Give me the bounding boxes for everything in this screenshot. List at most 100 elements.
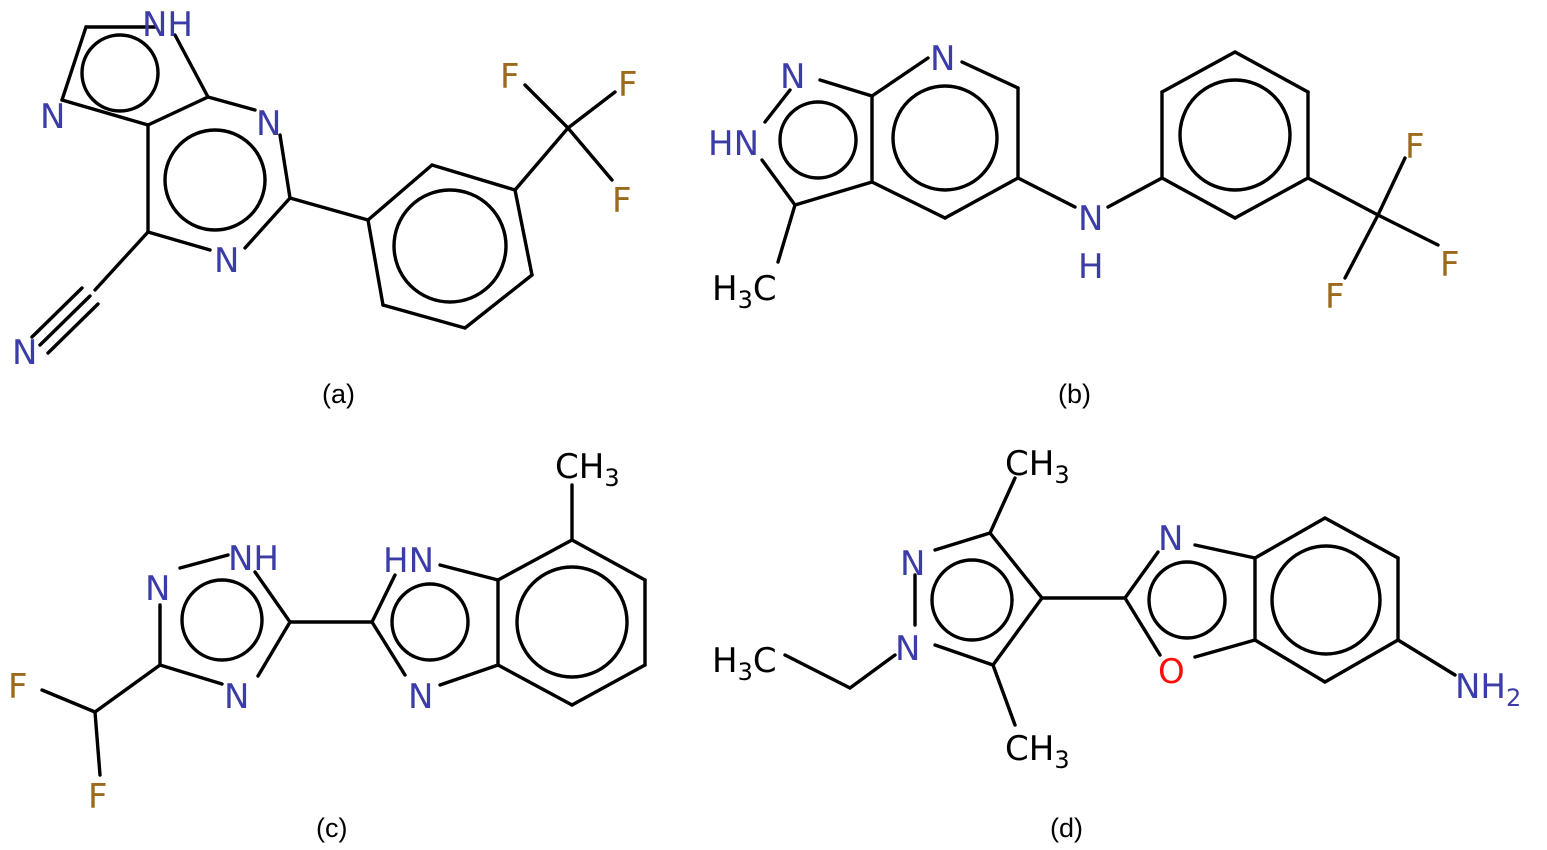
atom-label: N (214, 241, 239, 281)
bond (496, 538, 574, 582)
atom-label: N (780, 57, 805, 97)
bond (93, 663, 162, 714)
bond (776, 203, 797, 264)
atom-label: N (256, 104, 281, 144)
bond (1253, 638, 1327, 684)
bond (60, 98, 150, 127)
bond (60, 25, 88, 102)
atom-label: N (895, 629, 920, 669)
atom-label: N (900, 544, 925, 584)
bond (463, 273, 534, 330)
aromatic-ring (515, 565, 629, 679)
bond (93, 710, 102, 777)
atom-label: NH2 (1455, 667, 1521, 712)
molecule-b: N N HN N H H3C F F F (b) (708, 39, 1460, 409)
atom-label: N (40, 97, 65, 137)
panel-label-c: (c) (316, 813, 347, 843)
molecule-d: CH3 N N H3C CH3 N O NH2 (d) (712, 444, 1521, 843)
atom-label: NH (228, 539, 279, 579)
panel-label-d: (d) (1050, 813, 1083, 843)
bond (496, 663, 574, 707)
bond (566, 90, 617, 130)
bond (818, 78, 874, 98)
atom-label: F (500, 57, 520, 97)
atom-label: F (1325, 277, 1345, 317)
bond (173, 33, 210, 99)
atom-label: HN (708, 124, 759, 164)
bond (943, 176, 1020, 220)
atom-label: N (408, 677, 433, 717)
atom-label: H3C (712, 641, 777, 686)
aromatic-ring (930, 558, 1014, 642)
bond (370, 620, 407, 677)
bond (366, 218, 385, 307)
bond (178, 553, 230, 570)
bond (793, 180, 874, 207)
atom-label: N (1078, 199, 1103, 239)
aromatic-ring (163, 128, 267, 232)
atom-label: F (1405, 127, 1425, 167)
bond (370, 573, 397, 624)
bond (960, 60, 1020, 90)
atom-label: CH3 (555, 447, 620, 492)
bond (256, 620, 292, 678)
bond (1253, 516, 1327, 560)
bond (760, 158, 797, 207)
bond (438, 563, 500, 582)
bond (146, 95, 210, 127)
atom-label: F (618, 65, 638, 105)
atom-label: NH (142, 5, 193, 45)
atom-label: N (12, 333, 37, 373)
atom-label: CH3 (1005, 729, 1070, 774)
atom-label: CH3 (1005, 444, 1070, 489)
bond (870, 180, 947, 220)
atom-label: F (612, 181, 632, 221)
bond (763, 88, 792, 124)
bond (288, 196, 370, 222)
bond (206, 95, 257, 112)
bond (1233, 176, 1310, 220)
molecule-c: NH N N HN N CH3 F F (c) (8, 447, 647, 843)
bond (1343, 213, 1380, 280)
bond (146, 230, 212, 252)
aromatic-ring (392, 188, 508, 304)
bond (566, 126, 614, 182)
bond (40, 688, 97, 714)
atom-label: N (930, 39, 955, 79)
bond (933, 643, 995, 667)
panel-label-a: (a) (322, 379, 355, 409)
bond (366, 163, 434, 222)
bond (430, 163, 517, 192)
atom-label: HN (383, 541, 434, 581)
bond (1160, 50, 1237, 94)
bond (991, 663, 1017, 727)
bond (513, 188, 534, 277)
bond (1193, 543, 1257, 560)
bond (1193, 638, 1257, 659)
bond (381, 303, 467, 330)
nitrile-bond (30, 286, 84, 339)
bond (158, 663, 224, 686)
aromatic-ring (390, 582, 470, 662)
bond (570, 538, 647, 582)
atom-label: F (8, 667, 28, 707)
aromatic-ring (1147, 560, 1227, 640)
aromatic-ring (80, 33, 160, 113)
bond (1123, 596, 1162, 657)
bond (848, 653, 897, 690)
aromatic-ring (180, 578, 264, 662)
bond (93, 230, 150, 292)
bond (988, 476, 1017, 535)
bond (253, 570, 292, 624)
aromatic-ring (1270, 544, 1382, 656)
bond (438, 663, 500, 687)
bond (1306, 176, 1380, 217)
bond (1123, 550, 1160, 600)
bond (870, 56, 930, 98)
bond (1323, 638, 1400, 684)
atom-label: H3C (712, 269, 777, 314)
nitrile-bond (46, 302, 100, 355)
bond (1376, 213, 1440, 247)
bond (1160, 176, 1237, 220)
